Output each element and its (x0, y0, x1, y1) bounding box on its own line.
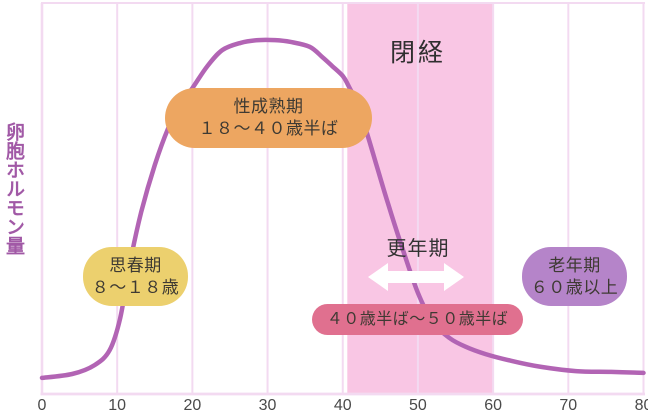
x-tick-label-30: 30 (258, 397, 277, 414)
stage-pill-puberty-range: ８～１８歳 (91, 277, 180, 297)
double-arrow-shape (368, 263, 464, 291)
x-tick-label-0: 0 (37, 397, 47, 414)
x-tick-label-60: 60 (484, 397, 503, 414)
stage-pill-maturity-range: １８～４０歳半ば (198, 119, 339, 138)
stage-pill-puberty-title: 思春期 (109, 255, 162, 275)
stage-pill-puberty: 思春期 ８～１８歳 (83, 247, 188, 306)
stage-pill-senior: 老年期 ６０歳以上 (522, 247, 627, 306)
stage-pill-senior-range: ６０歳以上 (530, 277, 619, 297)
kounenki-label: 更年期 (386, 238, 450, 260)
stage-pill-maturity-title: 性成熟期 (233, 97, 304, 116)
y-axis-label: 卵胞ホルモン量 (3, 122, 24, 255)
stage-pill-maturity: 性成熟期 １８～４０歳半ば (165, 88, 372, 148)
x-tick-label-50: 50 (409, 397, 427, 414)
hormone-curve (39, 37, 646, 381)
x-tick-label-20: 20 (183, 397, 202, 414)
x-tick-label-80: 80 (634, 397, 648, 414)
stage-pill-senior-title: 老年期 (548, 255, 601, 275)
x-tick-label-40: 40 (333, 397, 352, 414)
x-tick-label-10: 10 (108, 397, 127, 414)
range-arrow-icon (366, 261, 466, 293)
menopause-band-label: 閉経 (389, 39, 446, 67)
x-tick-label-70: 70 (559, 397, 578, 414)
kounenki-range-pill: ４０歳半ば～５０歳半ば (312, 304, 523, 335)
